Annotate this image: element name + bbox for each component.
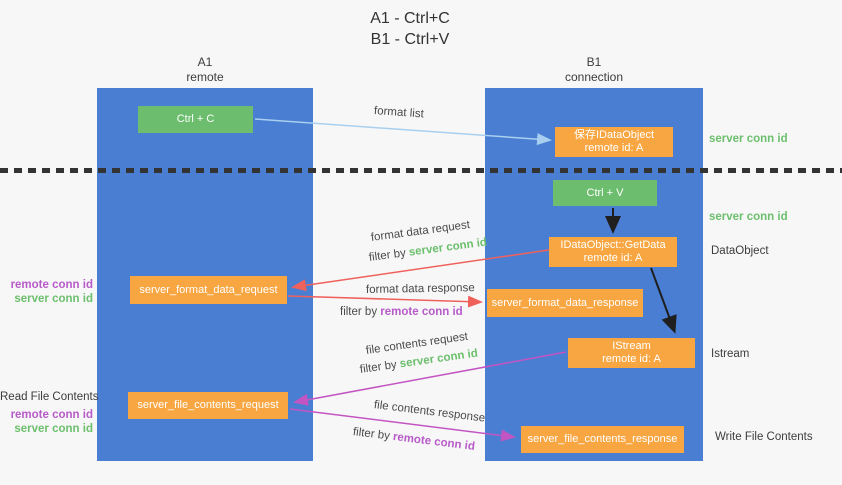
filter-by-text: filter by: [359, 358, 398, 376]
ctrl-v-box: Ctrl + V: [553, 180, 657, 206]
read-file-contents-label: Read File Contents: [0, 391, 99, 403]
remote-conn-id-text: remote conn id: [392, 430, 476, 453]
istream-side-label: Istream: [711, 348, 750, 360]
save-dataobject-line2: remote id: A: [584, 142, 644, 154]
server-conn-id-text: server conn id: [399, 347, 479, 371]
format-list-label: format list: [373, 105, 425, 121]
istream-line1: IStream: [612, 340, 651, 352]
server-format-data-request-box: server_format_data_request: [130, 276, 287, 304]
arrow-format-data-response: [287, 295, 483, 308]
server-conn-id-text: server conn id: [408, 236, 488, 259]
column-header-a1: A1 remote: [97, 55, 313, 85]
server-format-data-response-label: server_format_data_response: [491, 296, 639, 309]
server-conn-id-label-top-left: server conn id: [14, 293, 93, 305]
format-data-response-label: format data response: [365, 282, 475, 296]
diagram-title: A1 - Ctrl+C B1 - Ctrl+V: [0, 8, 820, 50]
remote-conn-id-label-top-left: remote conn id: [10, 279, 93, 291]
ctrl-v-label: Ctrl + V: [586, 186, 624, 199]
phase-divider-dashed-line: [0, 168, 842, 173]
title-line-1: A1 - Ctrl+C: [370, 10, 450, 27]
server-file-contents-response-box: server_file_contents_response: [521, 426, 684, 453]
server-file-contents-request-box: server_file_contents_request: [128, 392, 288, 419]
server-format-data-request-label: server_format_data_request: [139, 283, 278, 296]
column-header-b1: B1 connection: [485, 55, 703, 85]
remote-conn-id-label-bottom-left: remote conn id: [10, 409, 93, 421]
remote-conn-id-text: remote conn id: [380, 306, 463, 318]
column-b1-role: connection: [564, 70, 624, 84]
filter-by-text: filter by: [340, 306, 378, 318]
dataobject-label: DataObject: [711, 245, 769, 257]
file-contents-response-label: file contents response: [373, 399, 486, 425]
filter-by-text: filter by: [368, 247, 407, 264]
istream-box: IStream remote id: A: [568, 338, 695, 368]
save-dataobject-line1: 保存IDataObject: [573, 129, 655, 141]
server-conn-id-label-bottom-left: server conn id: [14, 423, 93, 435]
filter-by-text: filter by: [352, 426, 391, 443]
server-format-data-response-box: server_format_data_response: [487, 289, 643, 317]
server-conn-id-label-top-right: server conn id: [709, 133, 788, 145]
ctrl-c-label: Ctrl + C: [176, 113, 215, 125]
column-a1-role: remote: [186, 70, 224, 84]
title-line-2: B1 - Ctrl+V: [370, 31, 450, 48]
column-a1-name: A1: [197, 55, 213, 69]
server-file-contents-response-label: server_file_contents_response: [527, 433, 678, 445]
write-file-contents-label: Write File Contents: [715, 431, 813, 443]
getdata-line2: remote id: A: [583, 252, 643, 264]
getdata-box: IDataObject::GetData remote id: A: [549, 237, 677, 267]
istream-line2: remote id: A: [602, 353, 661, 365]
ctrl-c-box: Ctrl + C: [138, 106, 253, 133]
file-contents-response-filter-label: filter by remote conn id: [352, 426, 475, 453]
format-data-response-filter-label: filter by remote conn id: [340, 306, 463, 318]
getdata-line1: IDataObject::GetData: [560, 239, 666, 251]
column-b1-name: B1: [586, 55, 602, 69]
save-dataobject-box: 保存IDataObject remote id: A: [555, 127, 673, 157]
server-file-contents-request-label: server_file_contents_request: [137, 399, 279, 411]
server-conn-id-label-mid-right: server conn id: [709, 211, 788, 223]
